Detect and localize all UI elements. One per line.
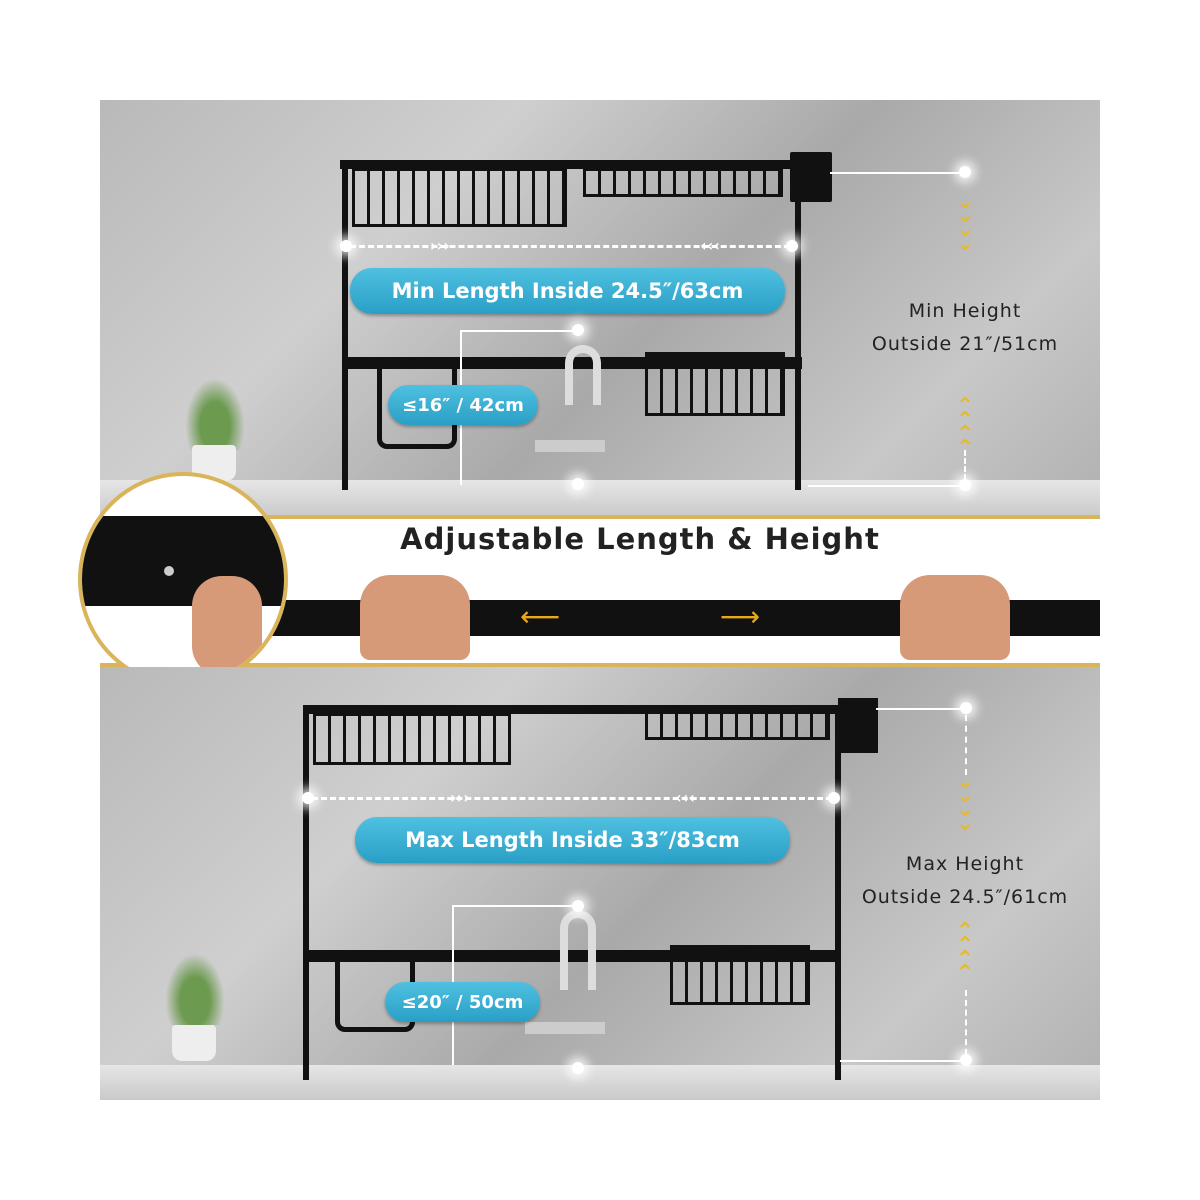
right-chevron-icon: ›››: [450, 788, 470, 807]
rack-right-leg: [835, 705, 841, 1080]
marker-dot: [960, 702, 972, 714]
max-height-line1: Max Height: [905, 853, 1025, 875]
max-length-label: Max Length Inside 33″/83cm: [355, 817, 790, 863]
faucet-base: [525, 1022, 605, 1034]
countertop: [100, 1065, 1100, 1100]
left-chevron-icon: ‹‹‹: [700, 236, 720, 255]
marker-dot: [959, 479, 971, 491]
utensil-holder: [838, 698, 878, 753]
marker-dot: [572, 900, 584, 912]
rack-left-leg: [342, 160, 348, 490]
rack-left-leg: [303, 705, 309, 1080]
height-line: [808, 485, 965, 487]
right-arrow-icon: ⟶: [720, 600, 761, 633]
right-chevron-icon: ›››: [430, 236, 450, 255]
min-height-line2: Outside 21″/51cm: [871, 333, 1059, 355]
max-height-line2: Outside 24.5″/61cm: [861, 886, 1069, 908]
marker-dot: [572, 324, 584, 336]
height-dimension-line: [965, 715, 967, 775]
faucet-base: [535, 440, 605, 452]
plant-leaves: [160, 945, 230, 1025]
button-detail-inset: [78, 472, 288, 687]
clearance-line: [460, 330, 578, 332]
plant-leaves: [180, 370, 250, 450]
clearance-line: [452, 905, 577, 907]
marker-dot: [960, 1054, 972, 1066]
min-height-label: Min Height Outside 21″/51cm: [840, 295, 1090, 361]
bowl-basket: [583, 165, 783, 197]
height-dimension-line: [964, 450, 966, 480]
rack-right-leg: [795, 160, 801, 490]
bowl-basket: [645, 705, 830, 740]
marker-dot: [572, 1062, 584, 1074]
min-length-label: Min Length Inside 24.5″/63cm: [350, 268, 785, 314]
length-dimension-line: [312, 797, 832, 800]
length-dimension-line: [350, 245, 790, 248]
utensil-holder: [790, 152, 832, 202]
plant-pot: [172, 1025, 216, 1061]
pressing-finger: [192, 576, 262, 676]
left-hand: [360, 575, 470, 660]
rack-top-rail: [340, 160, 805, 169]
faucet: [565, 345, 601, 405]
up-chevrons-icon: ⌃⌃⌃⌃: [955, 394, 975, 461]
min-clearance-label: ≤16″ / 42cm: [388, 385, 538, 425]
rack-top-rail: [303, 705, 843, 714]
left-chevron-icon: ‹‹‹: [675, 788, 695, 807]
down-chevrons-icon: ⌄⌄⌄⌄: [955, 189, 975, 256]
height-dimension-line: [965, 990, 967, 1055]
height-line: [840, 1060, 966, 1062]
marker-dot: [959, 166, 971, 178]
up-chevrons-icon: ⌃⌃⌃⌃: [955, 919, 975, 986]
faucet: [560, 910, 596, 990]
marker-dot: [828, 792, 840, 804]
marker-dot: [340, 240, 352, 252]
marker-dot: [786, 240, 798, 252]
max-clearance-label: ≤20″ / 50cm: [385, 982, 540, 1022]
banner-title: Adjustable Length & Height: [400, 522, 880, 556]
down-chevrons-icon: ⌄⌄⌄⌄: [955, 769, 975, 836]
dish-basket: [352, 165, 567, 227]
height-line: [830, 172, 965, 174]
left-arrow-icon: ⟵: [520, 600, 561, 633]
max-height-label: Max Height Outside 24.5″/61cm: [840, 848, 1090, 914]
marker-dot: [572, 478, 584, 490]
release-button: [164, 566, 174, 576]
height-line: [876, 708, 966, 710]
marker-dot: [302, 792, 314, 804]
cup-basket: [670, 945, 810, 1005]
cup-basket: [645, 352, 785, 416]
dish-basket: [313, 710, 511, 765]
min-height-line1: Min Height: [908, 300, 1022, 322]
right-hand: [900, 575, 1010, 660]
